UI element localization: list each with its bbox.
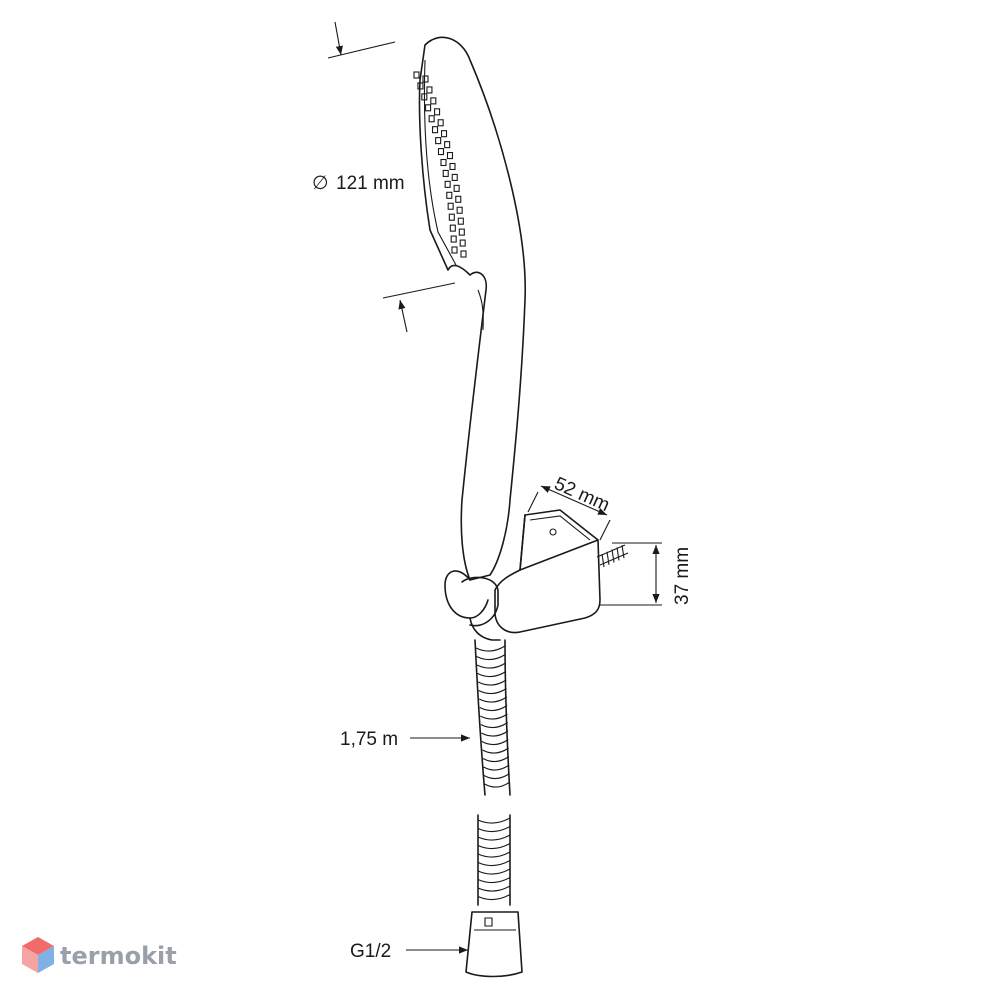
nozzle: [437, 119, 444, 127]
head-diameter-label: 121 mm: [336, 173, 405, 194]
nozzle: [431, 126, 439, 134]
nozzle: [442, 169, 449, 177]
nozzle-pattern: [413, 71, 467, 258]
nozzle: [455, 195, 462, 203]
nozzle: [440, 158, 447, 167]
hose-rib: [482, 756, 510, 763]
nozzle: [430, 97, 437, 105]
shower-head: [413, 36, 527, 581]
hose-rib: [477, 826, 511, 833]
nozzle: [456, 206, 463, 214]
nozzle: [428, 115, 435, 123]
hose-connector: [465, 911, 523, 978]
nozzle: [413, 71, 420, 79]
hose-rib: [477, 834, 511, 841]
nozzle: [417, 82, 424, 90]
bracket-height-label: 37 mm: [672, 547, 693, 605]
hose-rib: [477, 877, 511, 884]
termokit-logo-icon: [22, 937, 54, 973]
hose-rib: [476, 662, 506, 669]
nozzle: [425, 104, 432, 112]
hose-rib: [484, 781, 511, 788]
hose-rib: [477, 671, 507, 678]
nozzle: [450, 235, 457, 243]
hose-rib: [478, 696, 508, 703]
dimension-head-diameter: ∅ 121 mm: [312, 21, 456, 333]
nozzle: [460, 250, 467, 258]
hose-rib: [477, 860, 511, 867]
watermark-text: termokit: [60, 942, 177, 970]
dimension-bracket-height: 37 mm: [600, 542, 693, 606]
callout-hose-length: 1,75 m: [340, 729, 470, 750]
hose-rib: [477, 817, 511, 824]
nozzle: [449, 162, 456, 171]
hose-length-label: 1,75 m: [340, 729, 398, 750]
hose-rib: [477, 679, 507, 686]
hose-rib: [483, 764, 510, 771]
hose-rib: [483, 773, 510, 780]
hose-rib: [477, 894, 511, 901]
screw-thread: [606, 551, 610, 565]
nozzle: [451, 246, 458, 254]
hose-rib: [481, 739, 509, 746]
screw-thread: [621, 545, 625, 559]
termokit-watermark: termokit: [22, 937, 177, 973]
nozzle: [434, 108, 441, 116]
hose-rib: [479, 705, 508, 712]
screw-thread: [611, 549, 615, 563]
nozzle: [440, 130, 448, 138]
nozzle: [458, 228, 465, 236]
hose-rib: [477, 843, 511, 850]
diameter-symbol: ∅: [312, 173, 329, 194]
hose-rib: [477, 885, 511, 892]
nozzle: [422, 75, 429, 83]
hose-rib: [480, 713, 508, 720]
hose-rib: [476, 654, 506, 661]
nozzle: [435, 137, 442, 145]
nozzle: [444, 141, 451, 149]
screw-thread: [616, 547, 620, 561]
dimension-bracket-depth: 52 mm: [527, 473, 613, 541]
nozzle: [446, 152, 454, 160]
nozzle: [457, 217, 464, 225]
nozzle: [421, 93, 428, 101]
hose-rib: [477, 851, 511, 858]
nozzle: [447, 202, 454, 210]
screw-thread: [601, 553, 605, 568]
hose-rib: [480, 722, 509, 729]
nozzle: [449, 224, 456, 232]
hose-rib: [475, 645, 506, 652]
hose-rib: [478, 688, 507, 695]
hose-rib: [481, 730, 509, 737]
nozzle: [453, 184, 460, 192]
nozzle: [446, 191, 453, 199]
hose-rib: [482, 747, 509, 754]
nozzle: [451, 173, 458, 181]
nozzle: [459, 239, 466, 247]
connector-label: G1/2: [350, 941, 391, 962]
nozzle: [444, 180, 451, 188]
nozzle: [426, 86, 433, 94]
nozzle: [437, 148, 445, 156]
callout-connector: G1/2: [350, 941, 468, 962]
wall-bracket: [444, 509, 629, 641]
hose-rib: [477, 868, 511, 875]
hose: [474, 639, 511, 906]
nozzle: [448, 213, 455, 221]
